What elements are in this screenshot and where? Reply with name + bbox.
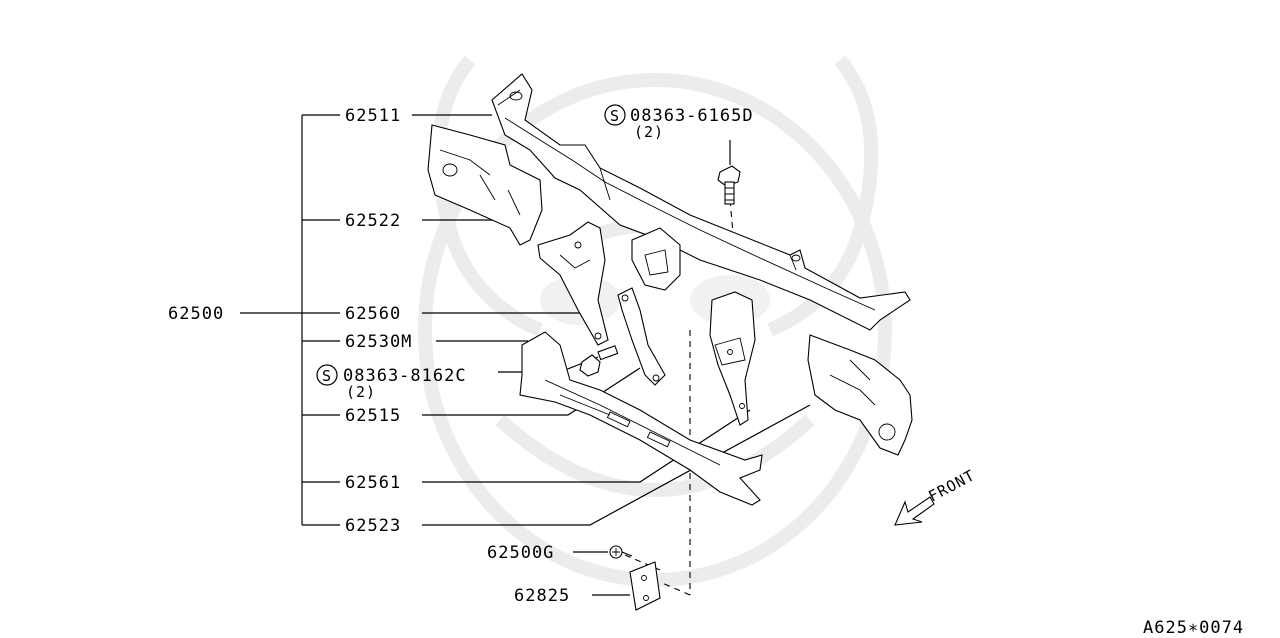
lower-cross-member <box>519 331 763 506</box>
lower-screw-code: 08363-8162C <box>343 366 467 386</box>
lower-screw-icon <box>579 345 619 377</box>
upper-screw-symbol: S <box>610 107 620 125</box>
center-bracket <box>537 221 609 346</box>
clip-62500g-icon <box>609 545 633 559</box>
lower-screw-qty: (2) <box>346 383 376 401</box>
hood-latch-support <box>631 227 681 291</box>
upper-screw-icon <box>717 165 741 205</box>
label-62522: 62522 <box>345 211 401 231</box>
upper-screw-callout: S 08363-6165D (2) <box>604 104 754 141</box>
front-label: FRONT <box>925 466 978 505</box>
label-62561: 62561 <box>345 473 401 493</box>
lower-screw-callout: S 08363-8162C (2) <box>316 364 467 401</box>
label-62523: 62523 <box>345 516 401 536</box>
label-62825: 62825 <box>514 586 570 606</box>
upper-screw-qty: (2) <box>634 123 664 141</box>
hood-ledge-panel-right <box>807 334 913 456</box>
label-62560: 62560 <box>345 304 401 324</box>
upper-core-support <box>491 73 911 331</box>
right-bracket <box>709 291 756 426</box>
figure-code: A625∗0074 <box>1143 618 1244 638</box>
leader-tree <box>240 114 811 596</box>
label-62530m: 62530M <box>345 332 412 352</box>
center-stay <box>617 287 666 386</box>
upper-screw-code: 08363-6165D <box>630 106 754 126</box>
label-62511: 62511 <box>345 106 401 126</box>
label-62500: 62500 <box>168 304 224 324</box>
plate-62825 <box>629 561 661 611</box>
label-62500g: 62500G <box>487 543 554 563</box>
front-arrow-icon <box>894 496 935 526</box>
label-62515: 62515 <box>345 406 401 426</box>
hood-ledge-panel-left <box>427 124 543 246</box>
lower-screw-symbol: S <box>322 367 332 385</box>
